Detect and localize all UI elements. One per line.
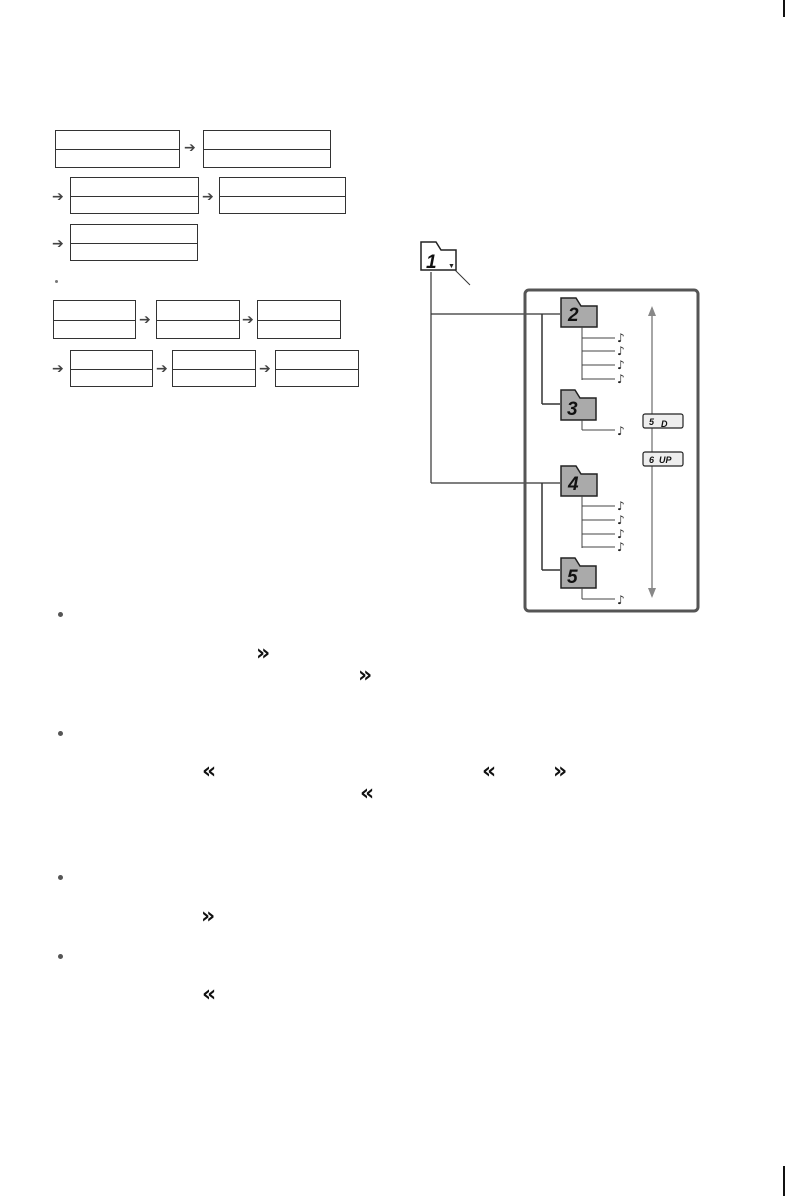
svg-text:5: 5 [649, 417, 655, 427]
fast-backward-icon: « [202, 759, 216, 784]
arrow-icon: ➔ [52, 236, 64, 252]
svg-text:5: 5 [567, 567, 578, 588]
music-note-icon: ♪ [617, 499, 625, 513]
button-6-up: 6 UP [642, 451, 684, 467]
music-note-icon: ♪ [617, 513, 625, 527]
flow-box [70, 177, 199, 214]
flow-box [70, 350, 153, 387]
fast-forward-icon: » [201, 904, 215, 929]
flow-box [275, 350, 359, 387]
arrow-icon: ➔ [52, 189, 64, 205]
svg-text:6: 6 [649, 455, 655, 465]
svg-text:UP: UP [659, 455, 672, 465]
fast-forward-icon: » [358, 663, 372, 688]
button-5-d: 5 D [642, 413, 684, 429]
svg-text:▼: ▼ [448, 263, 455, 270]
flow-box [55, 130, 180, 168]
music-note-icon: ♪ [617, 540, 625, 554]
fast-backward-icon: « [482, 759, 496, 784]
music-note-icon: ♪ [617, 593, 625, 607]
flow-box [219, 177, 346, 214]
flow-box [257, 300, 341, 339]
fast-forward-icon: » [256, 641, 270, 666]
fast-forward-icon: » [553, 759, 567, 784]
bullet-mark [58, 612, 63, 617]
arrow-icon: ➔ [156, 361, 168, 377]
bullet-mark [55, 280, 58, 283]
music-note-icon: ♪ [617, 331, 625, 345]
music-note-icon: ♪ [617, 358, 625, 372]
arrow-icon: ➔ [139, 312, 151, 328]
arrow-icon: ➔ [242, 312, 254, 328]
page-edge-mark-bottom [783, 1166, 785, 1196]
music-note-icon: ♪ [617, 527, 625, 541]
fast-backward-icon: « [360, 781, 374, 806]
folder-5-icon: 5 [560, 557, 597, 589]
group-frame [523, 288, 700, 613]
fast-backward-icon: « [202, 982, 216, 1007]
bullet-mark [58, 954, 63, 959]
music-note-icon: ♪ [617, 424, 625, 438]
music-note-icon: ♪ [617, 372, 625, 386]
svg-text:D: D [661, 419, 668, 429]
arrow-icon: ➔ [184, 140, 196, 156]
svg-text:2: 2 [567, 305, 579, 326]
folder-2-icon: 2 [560, 297, 598, 328]
flow-box [70, 224, 198, 261]
flow-box [203, 130, 331, 168]
folder-3-icon: 3 [560, 389, 597, 421]
music-note-icon: ♪ [617, 344, 625, 358]
bullet-mark [58, 731, 63, 736]
flow-box [156, 300, 240, 339]
arrow-icon: ➔ [259, 361, 271, 377]
folder-4-icon: 4 [560, 465, 598, 497]
flow-box [53, 300, 136, 339]
svg-text:3: 3 [567, 399, 578, 420]
folder-1-icon: 1 ▼ [420, 241, 471, 286]
svg-text:1: 1 [426, 252, 437, 273]
arrow-icon: ➔ [52, 361, 64, 377]
flow-box [172, 350, 256, 387]
arrow-icon: ➔ [202, 189, 214, 205]
page-edge-mark-top [783, 0, 785, 17]
bullet-mark [58, 875, 63, 880]
svg-text:4: 4 [567, 474, 579, 495]
